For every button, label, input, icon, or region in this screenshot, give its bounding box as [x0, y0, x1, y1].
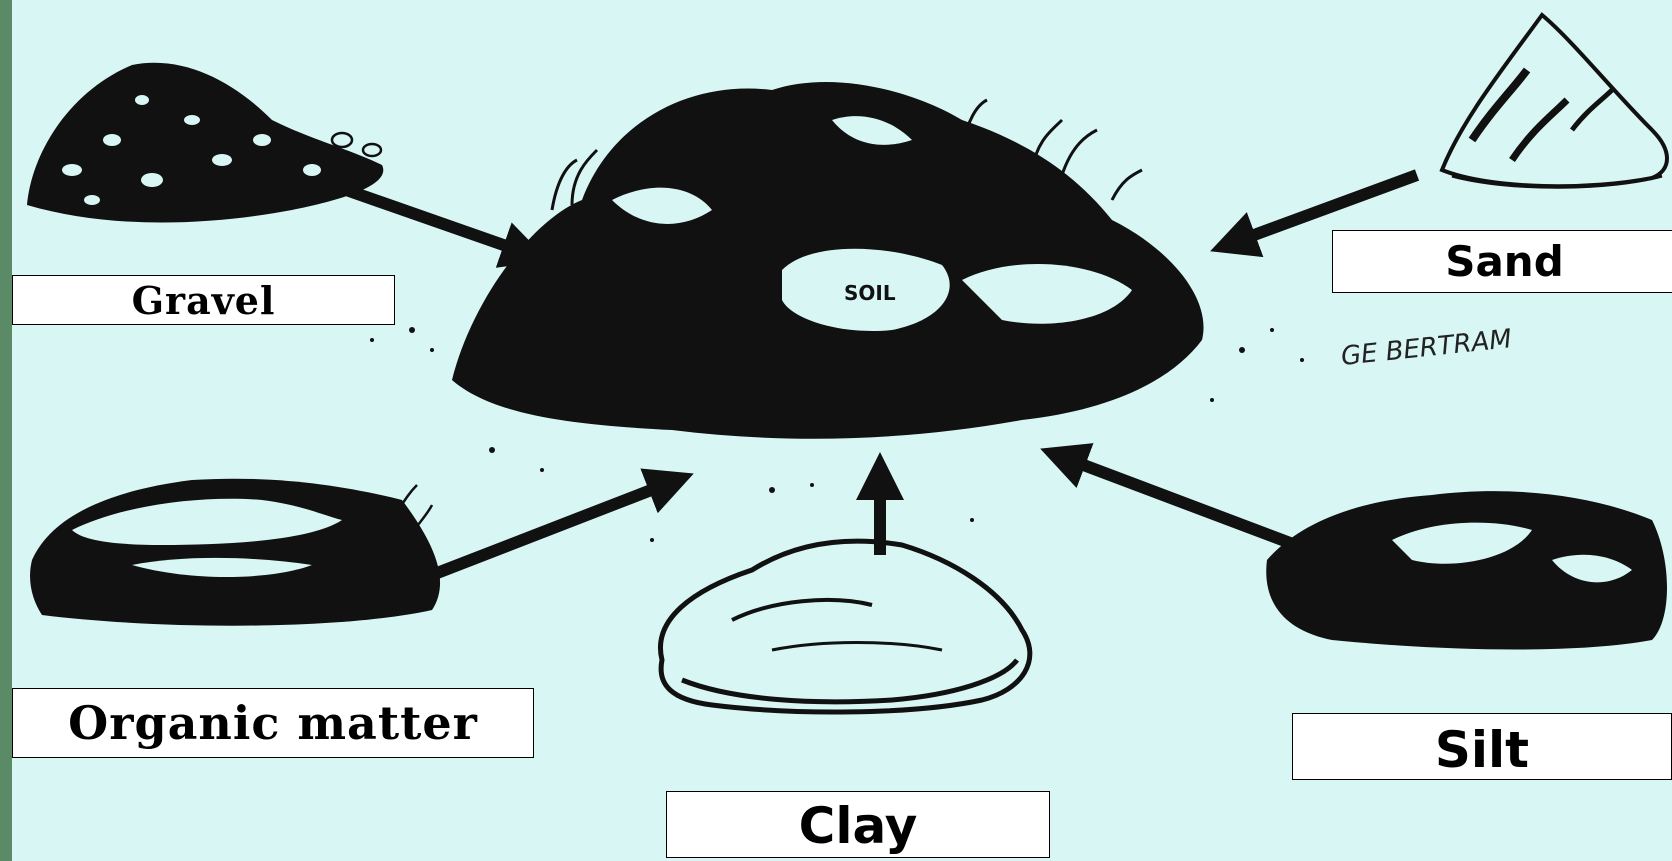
organic-matter-arrow [432, 480, 677, 575]
silt-pile [1266, 491, 1667, 649]
clay-label: Clay [666, 791, 1050, 858]
silt-label-text: Silt [1435, 721, 1529, 779]
clay-label-text: Clay [799, 797, 918, 855]
diagram-canvas: SOIL [12, 0, 1672, 861]
sand-pile [1442, 15, 1667, 187]
gravel-pile [27, 63, 383, 223]
organic-matter-label: Organic matter [12, 688, 534, 758]
sand-label-text: Sand [1445, 237, 1564, 286]
gravel-arrow [332, 185, 532, 255]
sand-label: Sand [1332, 230, 1672, 293]
silt-arrow [1057, 455, 1322, 555]
soil-text: SOIL [844, 281, 896, 305]
clay-pile [660, 541, 1029, 712]
silt-label: Silt [1292, 713, 1672, 780]
gravel-label: Gravel [12, 275, 395, 325]
soil-mound: SOIL [452, 82, 1204, 439]
artist-signature: GE BERTRAM [1340, 324, 1514, 372]
gravel-label-text: Gravel [132, 278, 276, 323]
organic-matter-pile [30, 479, 440, 626]
organic-matter-label-text: Organic matter [68, 696, 478, 750]
